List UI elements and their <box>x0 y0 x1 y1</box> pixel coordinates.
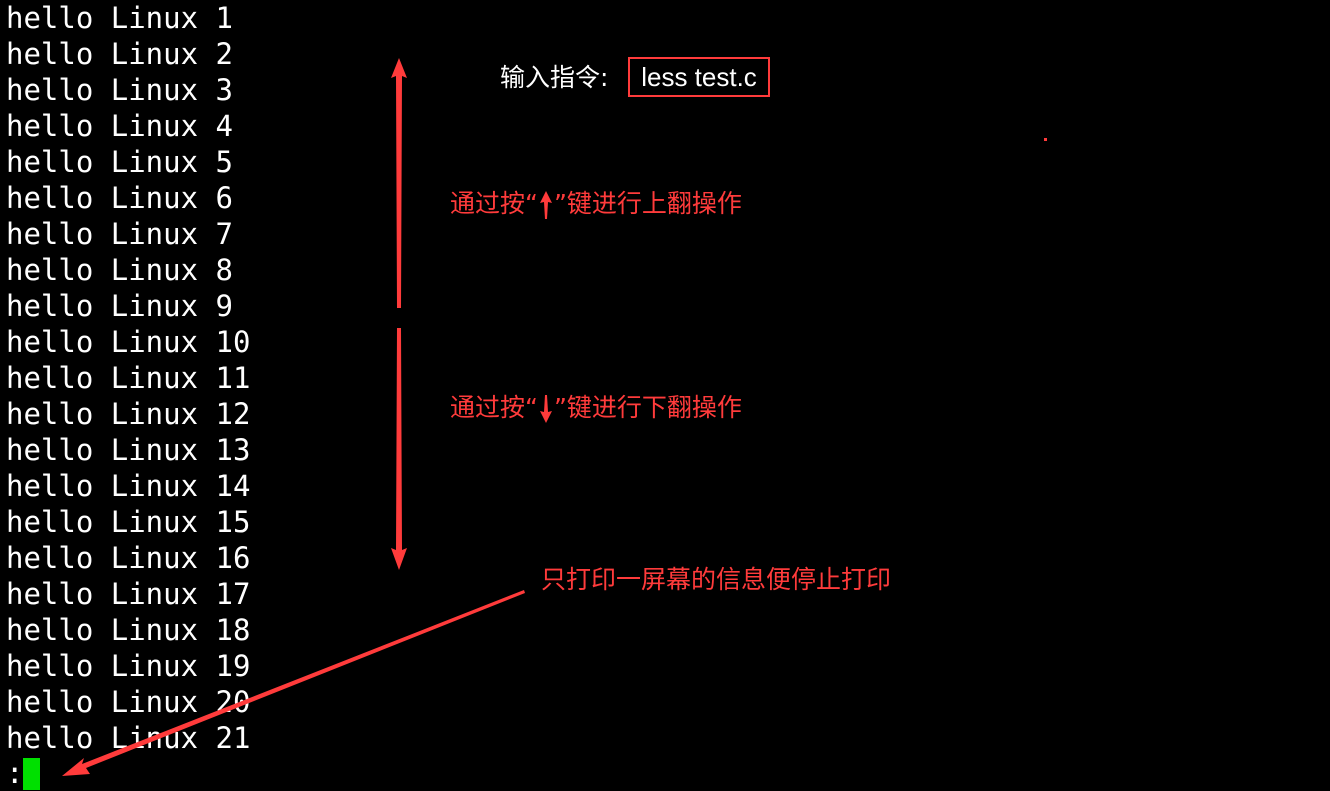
one-screen-note: 只打印一屏幕的信息便停止打印 <box>541 565 892 594</box>
terminal-line: hello Linux 20 <box>6 685 251 719</box>
command-highlight-box: less test.c <box>628 57 770 97</box>
terminal-line: hello Linux 17 <box>6 577 251 611</box>
terminal-line: hello Linux 18 <box>6 613 251 647</box>
terminal-line: hello Linux 3 <box>6 73 233 107</box>
up-arrow-icon <box>539 191 552 219</box>
big-up-arrow-icon <box>391 58 407 308</box>
big-down-arrow-icon <box>391 328 407 570</box>
scroll-up-note: 通过按“ ”键进行上翻操作 <box>450 184 742 224</box>
scroll-down-note-suffix: ”键进行下翻操作 <box>553 393 742 422</box>
scroll-up-note-suffix: ”键进行上翻操作 <box>553 189 742 218</box>
scroll-down-note: 通过按“ ”键进行下翻操作 <box>450 388 742 428</box>
terminal-line: hello Linux 8 <box>6 253 233 287</box>
terminal-line: hello Linux 7 <box>6 217 233 251</box>
terminal-line: hello Linux 4 <box>6 109 233 143</box>
terminal-line: hello Linux 11 <box>6 361 251 395</box>
command-text: less test.c <box>641 62 757 92</box>
less-prompt: : <box>6 756 24 790</box>
terminal-line: hello Linux 2 <box>6 37 233 71</box>
scroll-down-note-prefix: 通过按“ <box>450 393 538 422</box>
terminal-line: hello Linux 5 <box>6 145 233 179</box>
terminal-line: hello Linux 10 <box>6 325 251 359</box>
terminal-line: hello Linux 21 <box>6 721 251 755</box>
down-arrow-icon <box>539 395 552 423</box>
terminal-line: hello Linux 9 <box>6 289 233 323</box>
command-label: 输入指令: <box>500 63 609 92</box>
scroll-up-note-prefix: 通过按“ <box>450 189 538 218</box>
terminal-line: hello Linux 14 <box>6 469 251 503</box>
terminal-line: hello Linux 13 <box>6 433 251 467</box>
red-dot-mark <box>1044 138 1047 141</box>
terminal-line: hello Linux 16 <box>6 541 251 575</box>
terminal-cursor[interactable] <box>23 758 40 790</box>
terminal-line: hello Linux 19 <box>6 649 251 683</box>
terminal-line: hello Linux 15 <box>6 505 251 539</box>
terminal-line: hello Linux 1 <box>6 1 233 35</box>
terminal-line: hello Linux 6 <box>6 181 233 215</box>
terminal-line: hello Linux 12 <box>6 397 251 431</box>
